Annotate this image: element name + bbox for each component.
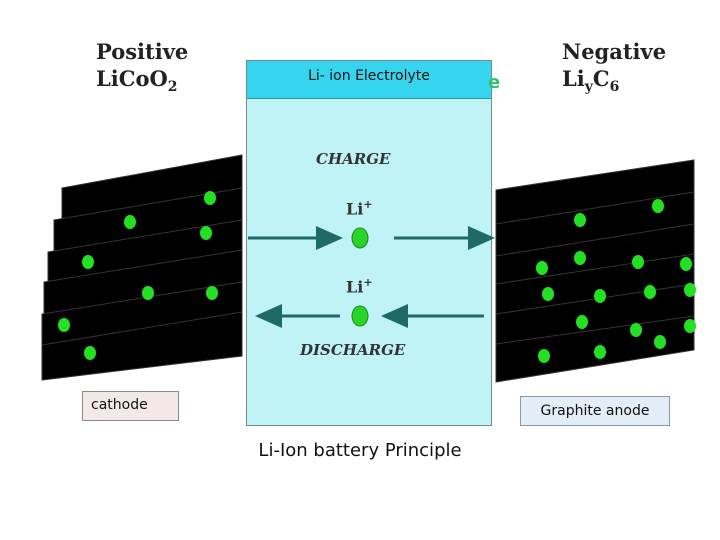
positive-title: Positive [96, 39, 189, 64]
lithium-dot [574, 213, 586, 227]
lithium-dot [652, 199, 664, 213]
lithium-dot [576, 315, 588, 329]
lithium-dot [206, 286, 218, 300]
lithium-ion-label-discharge: Li+ [346, 276, 373, 297]
lithium-dot [542, 287, 554, 301]
charge-label: CHARGE [316, 150, 391, 168]
lithium-dot [594, 289, 606, 303]
electrolyte-region [246, 60, 492, 426]
lithium-ion-charge [351, 227, 369, 249]
lithium-dot [58, 318, 70, 332]
lithium-dot [536, 261, 548, 275]
lithium-dot [630, 323, 642, 337]
anode-label-badge: Graphite anode [520, 396, 670, 426]
cathode-label-badge: cathode [82, 391, 179, 421]
lithium-dot [124, 215, 136, 229]
lithium-dot [574, 251, 586, 265]
lithium-dot [684, 319, 696, 333]
lithium-dot [654, 335, 666, 349]
lithium-dot [644, 285, 656, 299]
positive-formula: LiCoO2 [96, 66, 178, 96]
negative-formula: LiyC6 [562, 66, 620, 96]
anode-stack [495, 159, 696, 383]
positive-electrode-label: Positive LiCoO2 [96, 38, 188, 101]
lithium-dot [84, 346, 96, 360]
lithium-dot [594, 345, 606, 359]
lithium-ion-discharge [351, 305, 369, 327]
cathode-stack [41, 154, 243, 381]
discharge-label: DISCHARGE [300, 341, 406, 359]
electrolyte-header-glyph: e [488, 72, 501, 93]
negative-electrode-label: Negative LiyC6 [562, 38, 666, 101]
negative-title: Negative [562, 39, 667, 64]
lithium-dot [82, 255, 94, 269]
lithium-ion-label-charge: Li+ [346, 198, 373, 219]
lithium-dot [142, 286, 154, 300]
lithium-dot [204, 191, 216, 205]
lithium-dot [200, 226, 212, 240]
lithium-dot [632, 255, 644, 269]
diagram-caption: Li-Ion battery Principle [258, 440, 462, 461]
lithium-dot [680, 257, 692, 271]
lithium-dot [684, 283, 696, 297]
lithium-dot [538, 349, 550, 363]
electrolyte-header: Li- ion Electrolyte [247, 61, 491, 99]
cathode-sheet [41, 311, 243, 381]
